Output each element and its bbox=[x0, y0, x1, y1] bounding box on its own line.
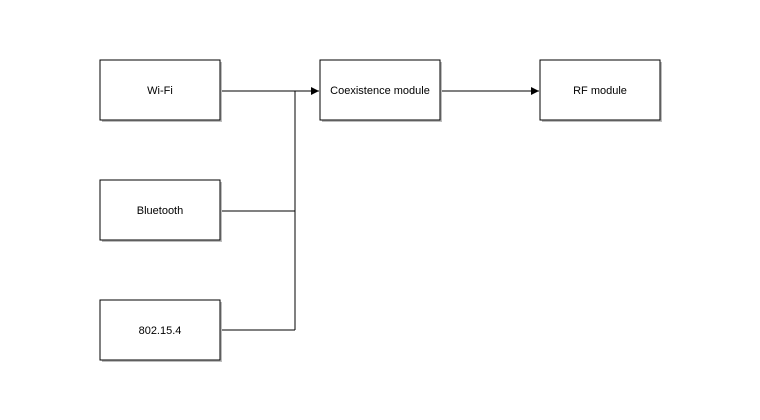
bluetooth-node-label: Bluetooth bbox=[137, 205, 183, 217]
wifi-node-label: Wi-Fi bbox=[147, 85, 173, 97]
rf-module-node-label: RF module bbox=[573, 85, 627, 97]
bluetooth-node: Bluetooth bbox=[99, 179, 222, 242]
rf-module-node: RF module bbox=[539, 59, 662, 122]
coexistence-module-node: Coexistence module bbox=[319, 59, 442, 122]
connectors bbox=[220, 87, 539, 331]
ieee802154-node: 802.15.4 bbox=[99, 299, 222, 362]
wifi-node: Wi-Fi bbox=[99, 59, 222, 122]
coexistence-module-node-label: Coexistence module bbox=[330, 85, 430, 97]
ieee802154-node-label: 802.15.4 bbox=[139, 325, 182, 337]
